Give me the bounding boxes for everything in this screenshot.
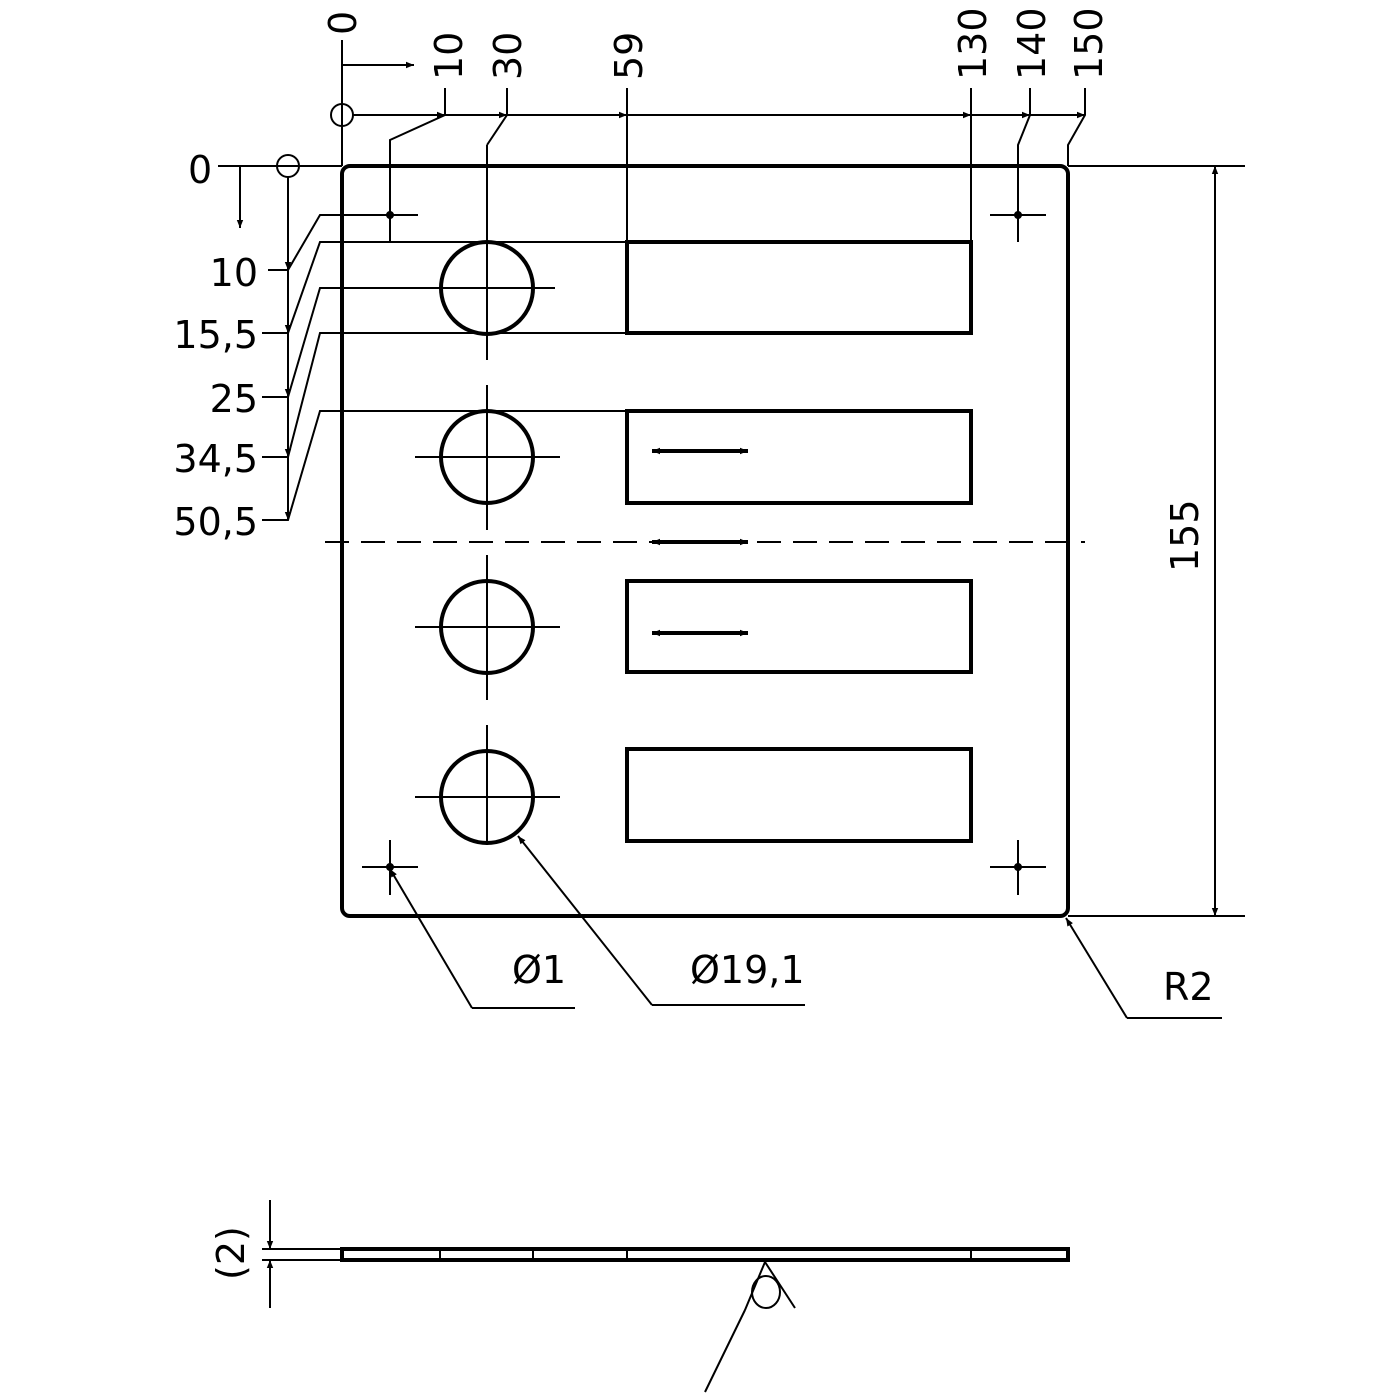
top-label-140: 140 xyxy=(1010,7,1054,80)
holes xyxy=(415,145,560,845)
left-label-50-5: 50,5 xyxy=(173,500,258,544)
small-hole-callout: Ø1 xyxy=(512,948,566,992)
side-view xyxy=(262,1200,1070,1393)
top-ordinate-dimensions xyxy=(330,40,1086,242)
top-label-150: 150 xyxy=(1067,7,1111,80)
corner-radius-callout: R2 xyxy=(1163,965,1214,1009)
left-label-15-5: 15,5 xyxy=(173,313,258,357)
callout-leaders xyxy=(389,835,1222,1019)
top-label-59: 59 xyxy=(607,32,651,80)
left-label-25: 25 xyxy=(210,377,258,421)
left-label-34-5: 34,5 xyxy=(173,437,258,481)
top-label-30: 30 xyxy=(486,32,530,80)
top-label-130: 130 xyxy=(951,7,995,80)
large-hole-callout: Ø19,1 xyxy=(690,948,805,992)
left-origin-label: 0 xyxy=(188,148,212,192)
top-origin-label: 0 xyxy=(321,11,365,35)
left-ordinate-dimensions xyxy=(218,154,1245,917)
label-slots xyxy=(625,240,973,843)
thickness-label: (2) xyxy=(209,1226,253,1280)
top-label-10: 10 xyxy=(427,32,471,80)
height-label: 155 xyxy=(1163,499,1207,572)
left-label-10: 10 xyxy=(210,251,258,295)
